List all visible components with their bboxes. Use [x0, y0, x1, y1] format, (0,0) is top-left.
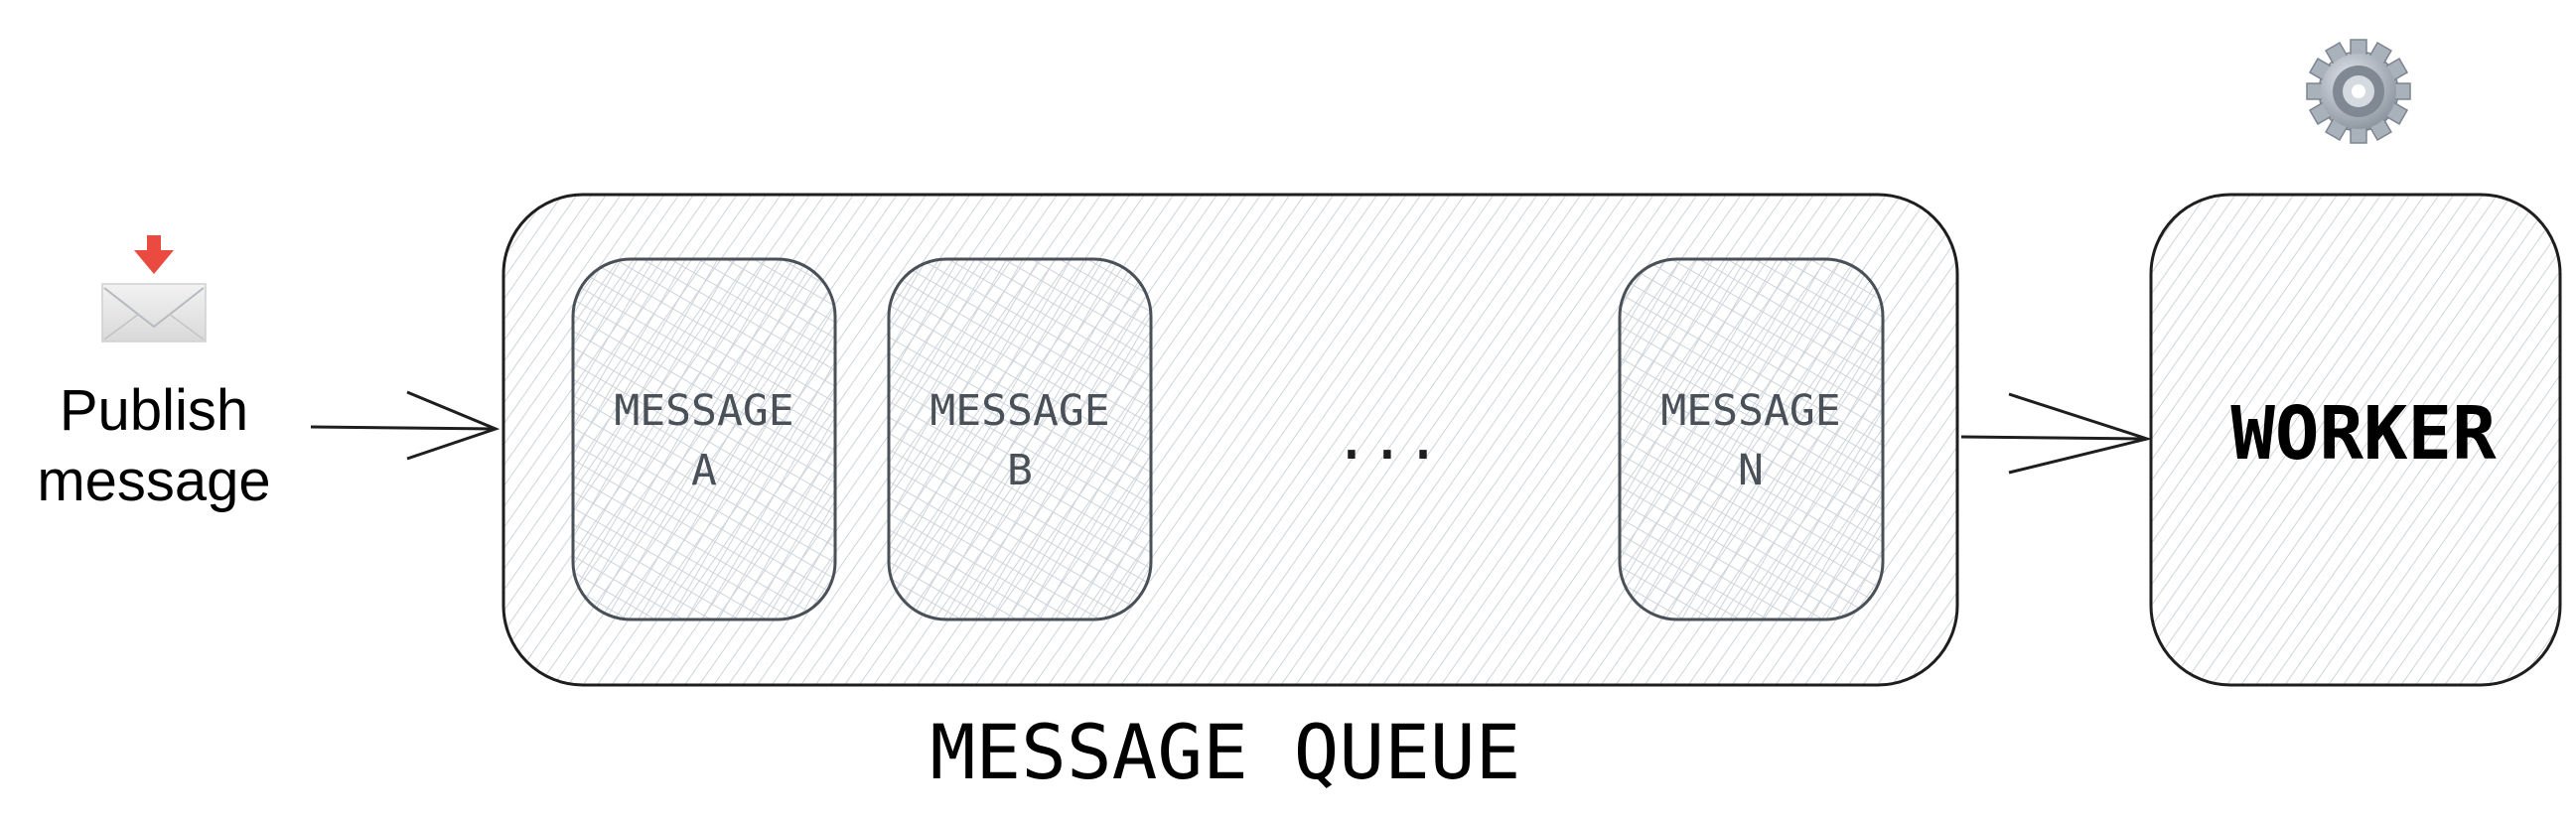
worker-box: [2149, 193, 2562, 687]
message-card-b: MESSAGE B: [887, 257, 1153, 621]
queue-label: MESSAGE QUEUE: [930, 708, 1521, 796]
ellipsis: ...: [1334, 404, 1441, 474]
worker-label: WORKER: [2230, 391, 2497, 477]
publish-arrow: [310, 390, 501, 461]
message-id: B: [1007, 446, 1033, 495]
message-id: A: [691, 446, 717, 495]
gear-icon: [2306, 39, 2411, 144]
message-label: MESSAGE: [614, 386, 793, 436]
message-queue-box: [501, 193, 1959, 687]
message-label: MESSAGE: [930, 386, 1109, 436]
publish-label-line-1: Publish: [60, 378, 248, 443]
incoming-envelope-icon: [101, 235, 207, 343]
message-card-a: MESSAGE A: [571, 257, 837, 621]
consume-arrow: [1960, 392, 2153, 475]
publish-label-line-2: message: [37, 449, 270, 513]
message-label: MESSAGE: [1660, 386, 1840, 436]
message-card-n: MESSAGE N: [1618, 257, 1885, 621]
message-id: N: [1738, 446, 1764, 495]
